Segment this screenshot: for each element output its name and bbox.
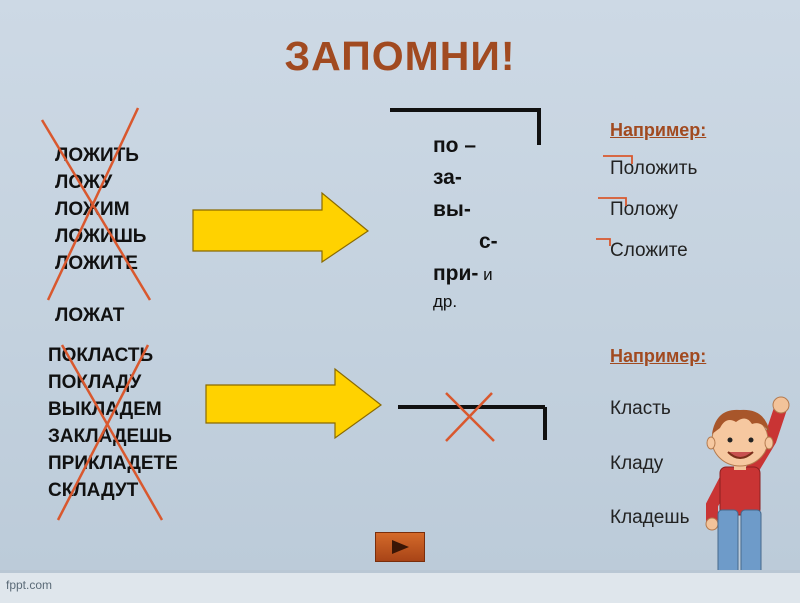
examples-block-2: Например: Класть Кладу Кладешь: [610, 346, 707, 528]
example-item: Сложите: [610, 240, 688, 261]
prefix-mark-icon: [596, 155, 633, 246]
word-list-klast: ПОКЛАСТЬ ПОКЛАДУ ВЫКЛАДЕМ ЗАКЛАДЕШЬ ПРИК…: [48, 342, 178, 504]
prefix-item: за-: [433, 166, 462, 189]
prefix-item: вы-: [433, 198, 471, 221]
arrow-right-icon: [192, 191, 370, 264]
prefix-list: по – за- вы- с- при- и др.: [433, 130, 498, 313]
example-item: Класть: [610, 398, 671, 419]
prefix-item: по –: [433, 134, 477, 157]
boy-waving-icon: [705, 396, 790, 588]
list-item: ЛОЖАТ: [55, 305, 125, 326]
footer-brand: fppt.com: [6, 578, 53, 592]
list-item: ЛОЖИТЕ: [55, 253, 138, 274]
cross-out-list-2-icon: [56, 344, 164, 521]
example-item: Кладешь: [610, 507, 690, 528]
list-item: ВЫКЛАДЕМ: [48, 399, 162, 420]
list-item: ПОКЛАДУ: [48, 372, 142, 393]
list-item: ЗАКЛАДЕШЬ: [48, 426, 172, 447]
examples-block-1: Например: Положить Положу Сложите: [610, 120, 707, 261]
prefix-item: др.: [433, 292, 458, 311]
examples-heading: Например:: [610, 120, 707, 140]
play-triangle-icon: [392, 540, 409, 554]
list-item: ПРИКЛАДЕТЕ: [48, 453, 178, 474]
slide-title: ЗАПОМНИ!: [284, 33, 516, 79]
list-item: ПОКЛАСТЬ: [48, 345, 154, 366]
prefix-item: при- и: [433, 262, 493, 285]
next-slide-button[interactable]: [375, 532, 425, 562]
prefix-symbol-icon: [390, 108, 541, 145]
footer-band: [0, 570, 800, 603]
example-item: Положу: [610, 199, 678, 220]
slide-background: [0, 0, 800, 570]
prefix-item: с-: [479, 230, 498, 253]
list-item: ЛОЖУ: [55, 172, 113, 193]
examples-heading: Например:: [610, 346, 707, 366]
cross-out-list-1-icon: [40, 107, 152, 301]
example-item: Кладу: [610, 453, 664, 474]
arrow-right-icon: [205, 367, 383, 440]
list-item: ЛОЖИШЬ: [55, 226, 147, 247]
list-item-lozhat: ЛОЖАТ: [55, 302, 124, 329]
prefix-symbol-crossed-icon: [398, 392, 547, 442]
word-list-lozhit: ЛОЖИТЬ ЛОЖУ ЛОЖИМ ЛОЖИШЬ ЛОЖИТЕ: [55, 142, 146, 277]
list-item: ЛОЖИМ: [55, 199, 130, 220]
